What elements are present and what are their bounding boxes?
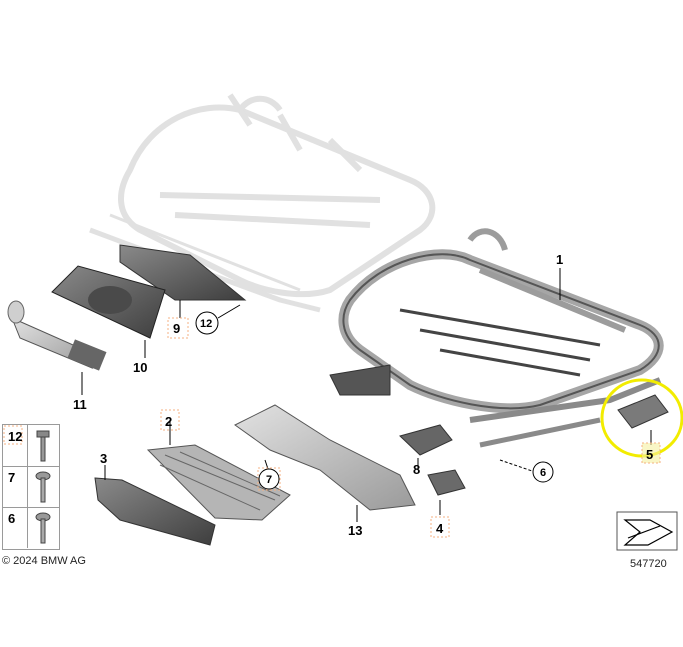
part-8-lever <box>399 424 453 456</box>
leader-lines <box>81 268 652 522</box>
part-5-cover <box>617 394 669 429</box>
callout-11: 11 <box>73 397 87 412</box>
part-13-reinforcement <box>234 404 416 511</box>
fastener-label-7: 7 <box>8 470 16 485</box>
callout-8: 8 <box>413 462 420 477</box>
callout-7: 7 <box>266 474 272 486</box>
callout-7-circle <box>258 468 280 490</box>
part-9-cover-plate <box>119 244 247 301</box>
fastener-row-12: 12 <box>3 425 59 467</box>
callout-2: 2 <box>165 414 172 429</box>
fastener-row-6: 6 <box>3 507 59 548</box>
copyright-text: © 2024 BMW AG <box>2 555 86 567</box>
part-3-bracket <box>94 477 216 546</box>
fastener-label-6: 6 <box>8 511 16 526</box>
diagram-id: 547720 <box>630 558 667 570</box>
bolt-icon <box>36 430 50 462</box>
fastener-label-12: 12 <box>8 429 23 444</box>
part-11-cylinder <box>7 300 107 371</box>
fastener-table: 12 7 6 <box>2 424 60 550</box>
callout-9: 9 <box>173 321 180 336</box>
callout-12: 12 <box>200 318 212 330</box>
callout-10: 10 <box>133 360 147 375</box>
screw-icon <box>35 512 51 544</box>
direction-arrow-icon <box>616 511 678 551</box>
part-10-tool-tray <box>51 265 166 339</box>
fastener-row-7: 7 <box>3 466 59 508</box>
screw-icon <box>35 471 51 503</box>
callout-13: 13 <box>348 523 362 538</box>
callout-5: 5 <box>646 447 653 462</box>
part-2-seat-pan <box>146 444 291 521</box>
callout-6-circle <box>532 461 554 483</box>
callout-boxes <box>3 317 661 538</box>
part-1-seat-frame <box>329 228 664 448</box>
part-4-clip <box>427 469 466 496</box>
callout-3: 3 <box>100 451 107 466</box>
callout-4: 4 <box>436 521 444 536</box>
callout-6: 6 <box>540 467 546 479</box>
callout-1: 1 <box>556 252 563 267</box>
callout-12-circle <box>195 311 219 335</box>
